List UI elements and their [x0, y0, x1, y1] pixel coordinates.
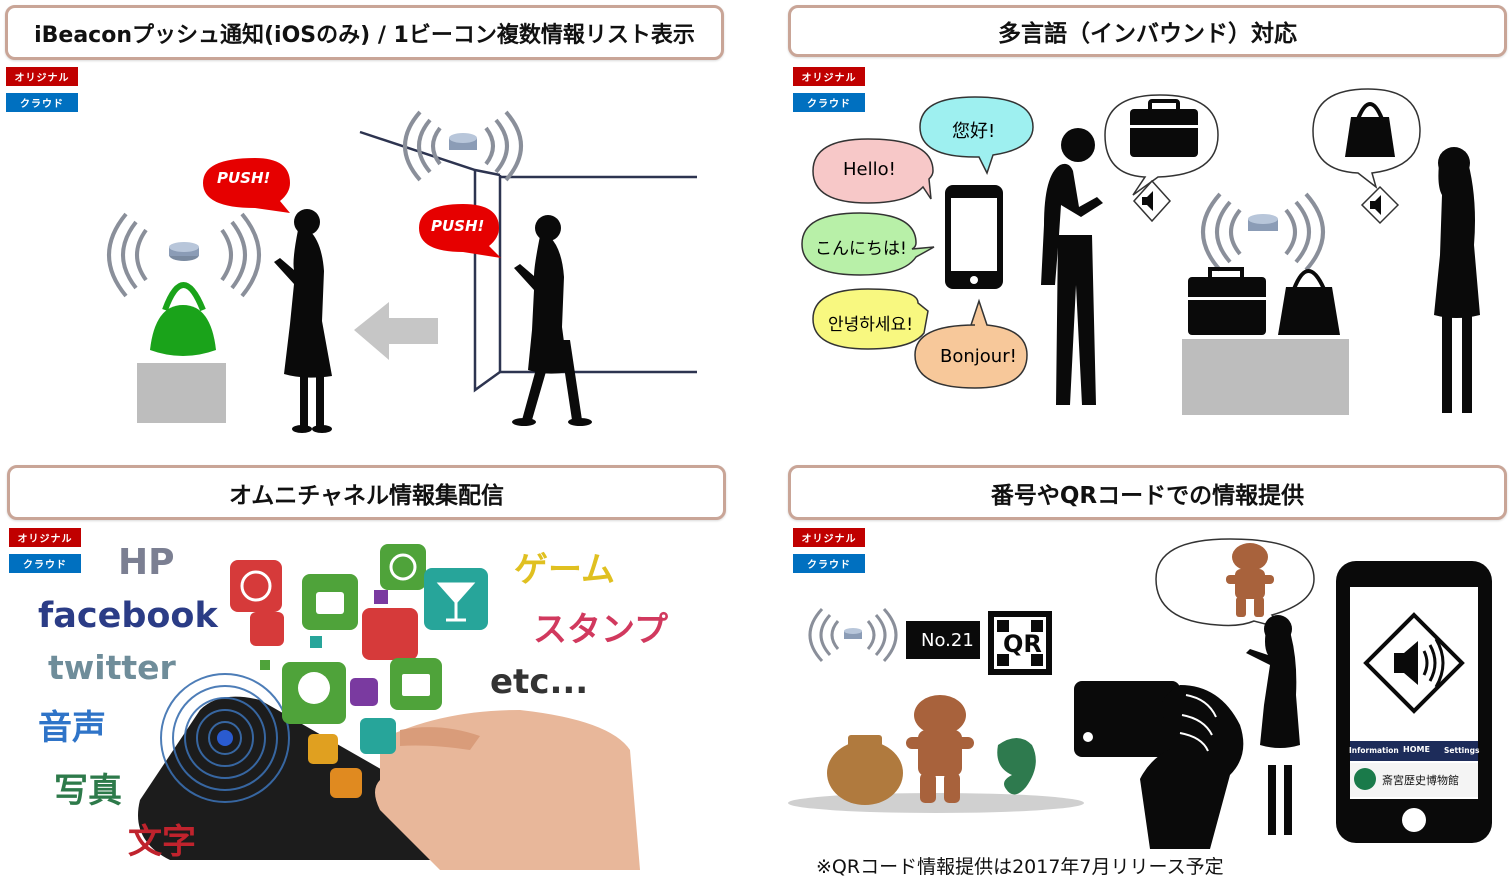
number-badge	[906, 621, 980, 659]
panel-title-qrcode: 番号やQRコードでの情報提供	[788, 465, 1507, 520]
lang-french: Bonjour!	[940, 346, 1017, 367]
panel-title-ibeacon: iBeaconプッシュ通知(iOSのみ) / 1ビーコン複数情報リスト表示	[5, 5, 724, 60]
tag-cloud: クラウド	[6, 93, 78, 112]
channel-hp: HP	[118, 542, 175, 583]
channel-photo: 写真	[54, 771, 122, 811]
channel-facebook: facebook	[38, 596, 218, 636]
app-phone-mockup	[1336, 561, 1492, 843]
briefcase-icon	[1188, 267, 1266, 335]
push-label: PUSH!	[217, 169, 271, 187]
push-bubble	[203, 158, 290, 213]
signal-rings	[160, 673, 290, 803]
channel-text: 文字	[128, 822, 196, 862]
handbag-icon	[1278, 269, 1340, 335]
number-label: No.21	[921, 630, 974, 651]
tag-cloud: クラウド	[793, 93, 865, 112]
menu-settings: Settings	[1444, 746, 1480, 755]
channel-game: ゲーム	[514, 550, 615, 590]
green-bag-icon	[162, 282, 206, 312]
hand-illustration	[1140, 685, 1244, 849]
speech-bubble	[801, 96, 1034, 389]
tag-original: オリジナル	[6, 67, 78, 86]
dogu-figure-icon	[906, 695, 974, 803]
display-stand	[137, 363, 226, 423]
channel-twitter: twitter	[48, 648, 176, 687]
handbag-icon	[1345, 102, 1395, 157]
lang-japanese: こんにちは!	[815, 239, 907, 259]
qrcode-illustration	[788, 538, 1492, 849]
channel-stamp: スタンプ	[533, 610, 668, 650]
smartphone-icon	[1074, 681, 1180, 757]
man-silhouette	[1041, 128, 1103, 405]
museum-name: 斎宮歴史博物館	[1382, 774, 1459, 787]
tag-cloud: クラウド	[9, 554, 81, 573]
channel-voice: 音声	[38, 708, 106, 748]
beacon-icon	[107, 212, 261, 298]
qr-code-icon	[988, 611, 1052, 675]
release-note: ※QRコード情報提供は2017年7月リリース予定	[816, 856, 1224, 878]
lang-chinese: 您好!	[952, 121, 996, 142]
tag-original: オリジナル	[793, 67, 865, 86]
woman-silhouette	[1246, 615, 1300, 835]
lang-korean: 안녕하세요!	[828, 315, 914, 335]
menu-home: HOME	[1403, 745, 1430, 754]
hand-illustration	[375, 710, 640, 870]
smartphone-icon	[945, 185, 1003, 289]
omnichannel-illustration	[138, 544, 640, 870]
panel-title-multilingual: 多言語（インバウンド）対応	[788, 5, 1507, 57]
arrow-left-icon	[354, 302, 438, 360]
channel-etc: etc...	[490, 662, 589, 702]
push-label: PUSH!	[431, 217, 485, 235]
panel-title-omnichannel: オムニチャネル情報集配信	[7, 465, 726, 520]
push-bubble	[419, 204, 501, 258]
magatama-icon	[997, 738, 1036, 795]
briefcase-icon	[1130, 99, 1198, 157]
tag-cloud: クラウド	[793, 554, 865, 573]
tag-original: オリジナル	[9, 528, 81, 547]
tag-original: オリジナル	[793, 528, 865, 547]
lang-english: Hello!	[843, 159, 896, 180]
menu-information: Information	[1349, 746, 1399, 755]
woman-silhouette	[274, 209, 332, 433]
multilingual-illustration	[801, 88, 1480, 415]
display-stand	[1182, 339, 1349, 415]
woman-silhouette	[1434, 147, 1480, 413]
dogu-figure-icon	[1226, 543, 1274, 617]
ibeacon-illustration	[107, 110, 697, 433]
woman-silhouette	[512, 215, 592, 426]
pottery-icon	[827, 735, 903, 805]
qr-label: QR	[1003, 630, 1042, 658]
